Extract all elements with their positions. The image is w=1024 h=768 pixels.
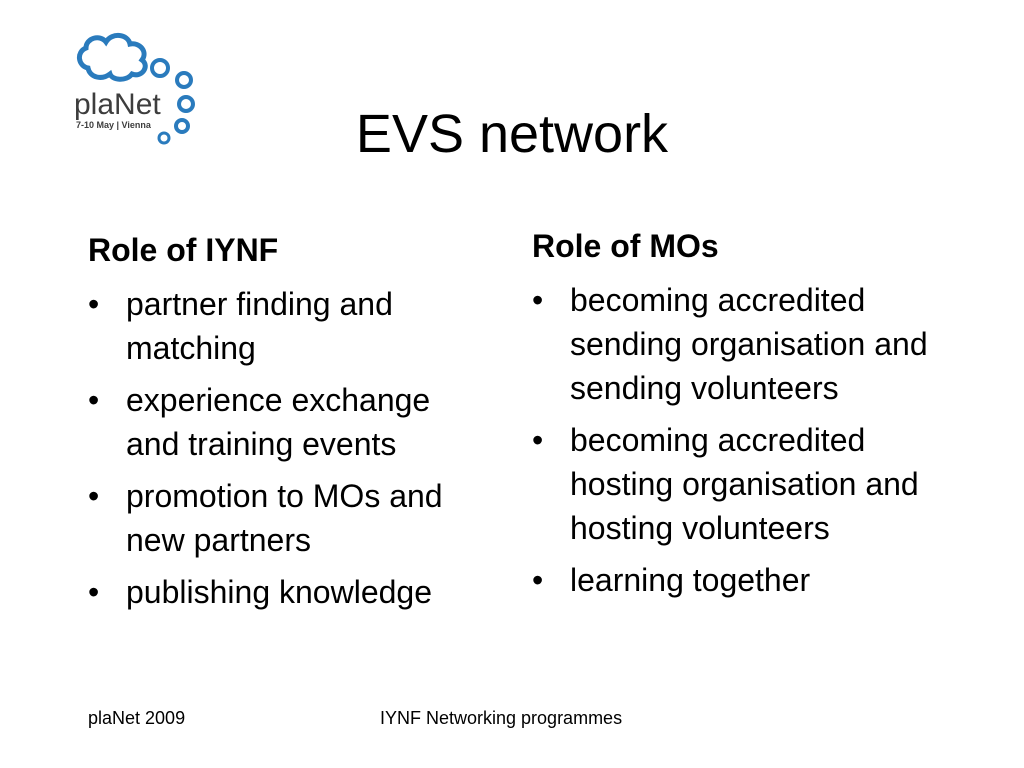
left-column-heading: Role of IYNF bbox=[88, 232, 279, 268]
list-item: • partner finding and matching bbox=[88, 282, 478, 370]
logo-subtitle: 7-10 May | Vienna bbox=[76, 120, 152, 130]
bullet-marker: • bbox=[88, 478, 100, 514]
bullet-text: promotion to MOs and new partners bbox=[126, 478, 443, 558]
list-item: • learning together bbox=[532, 558, 932, 602]
right-column: Role of MOs • becoming accredited sendin… bbox=[532, 224, 932, 610]
circle-icon bbox=[177, 95, 195, 113]
cloud-icon bbox=[77, 33, 148, 82]
bullet-text: partner finding and matching bbox=[126, 286, 393, 366]
bullet-marker: • bbox=[532, 282, 544, 318]
bullet-marker: • bbox=[532, 562, 544, 598]
list-item: • experience exchange and training event… bbox=[88, 378, 478, 466]
bullet-marker: • bbox=[88, 382, 100, 418]
bullet-text: learning together bbox=[570, 562, 811, 598]
bullet-text: publishing knowledge bbox=[126, 574, 432, 610]
left-column: Role of IYNF • partner finding and match… bbox=[88, 228, 478, 622]
bullet-marker: • bbox=[88, 286, 100, 322]
footer-center-text: IYNF Networking programmes bbox=[380, 708, 623, 728]
list-item: • becoming accredited sending organisati… bbox=[532, 278, 932, 410]
footer-left-text: plaNet 2009 bbox=[88, 708, 186, 728]
right-bullet-list: • becoming accredited sending organisati… bbox=[532, 278, 932, 602]
list-item: • promotion to MOs and new partners bbox=[88, 474, 478, 562]
circle-icon bbox=[150, 58, 170, 78]
bullet-text: becoming accredited sending organisation… bbox=[570, 282, 928, 406]
circle-icon bbox=[157, 131, 171, 145]
circle-icon bbox=[175, 71, 193, 89]
planet-logo-graphic: plaNet 7-10 May | Vienna bbox=[74, 33, 195, 145]
slide-title: EVS network bbox=[355, 104, 669, 164]
right-column-heading: Role of MOs bbox=[532, 228, 719, 264]
circle-icon bbox=[174, 118, 190, 134]
planet-logo: plaNet 7-10 May | Vienna bbox=[70, 30, 210, 150]
bullet-marker: • bbox=[88, 574, 100, 610]
logo-wordmark: plaNet bbox=[74, 88, 161, 121]
left-bullet-list: • partner finding and matching • experie… bbox=[88, 282, 478, 614]
list-item: • publishing knowledge bbox=[88, 570, 478, 614]
bullet-text: becoming accredited hosting organisation… bbox=[570, 422, 919, 546]
bullet-marker: • bbox=[532, 422, 544, 458]
bullet-text: experience exchange and training events bbox=[126, 382, 431, 462]
list-item: • becoming accredited hosting organisati… bbox=[532, 418, 932, 550]
